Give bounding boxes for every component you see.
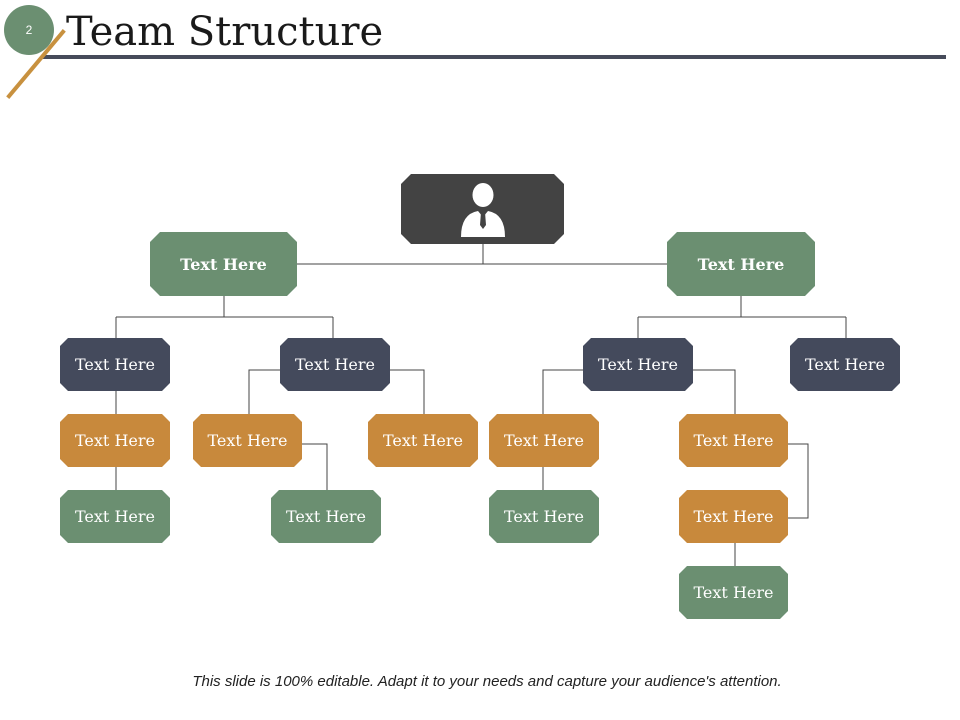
connector-r1-branches	[542, 369, 736, 414]
lead-right-node[interactable]: Text Here	[667, 232, 815, 296]
slide-title: Team Structure	[66, 9, 384, 55]
member-node-r1-a[interactable]: Text Here	[489, 414, 599, 467]
member-node-l2-a-child[interactable]: Text Here	[271, 490, 381, 543]
slide-footer: This slide is 100% editable. Adapt it to…	[192, 673, 782, 690]
slide-number-badge: 2	[4, 5, 54, 55]
member-node-l2-b[interactable]: Text Here	[368, 414, 478, 467]
member-node-r1-b-child[interactable]: Text Here	[679, 490, 788, 543]
connector-l2a-child	[302, 443, 328, 490]
top-node[interactable]	[401, 174, 564, 244]
connector-l2-branches	[248, 369, 425, 414]
member-node-l1-a[interactable]: Text Here	[60, 414, 170, 467]
connector-top-leads	[297, 244, 667, 265]
connector-left-lead	[115, 296, 334, 338]
member-node-r1-b[interactable]: Text Here	[679, 414, 788, 467]
team-node-r2[interactable]: Text Here	[790, 338, 900, 391]
member-node-r1-a-child[interactable]: Text Here	[489, 490, 599, 543]
person-tie-icon	[458, 181, 508, 237]
lead-left-node[interactable]: Text Here	[150, 232, 297, 296]
connector-right-lead	[637, 296, 847, 338]
slide-number: 2	[25, 23, 33, 37]
team-node-l2[interactable]: Text Here	[280, 338, 390, 391]
title-rule	[42, 55, 946, 59]
connector-r1b-bracket	[788, 443, 809, 519]
member-node-l1-b[interactable]: Text Here	[60, 490, 170, 543]
team-node-l1[interactable]: Text Here	[60, 338, 170, 391]
member-node-l2-a[interactable]: Text Here	[193, 414, 302, 467]
team-node-r1[interactable]: Text Here	[583, 338, 693, 391]
member-node-r1-b-grandchild[interactable]: Text Here	[679, 566, 788, 619]
